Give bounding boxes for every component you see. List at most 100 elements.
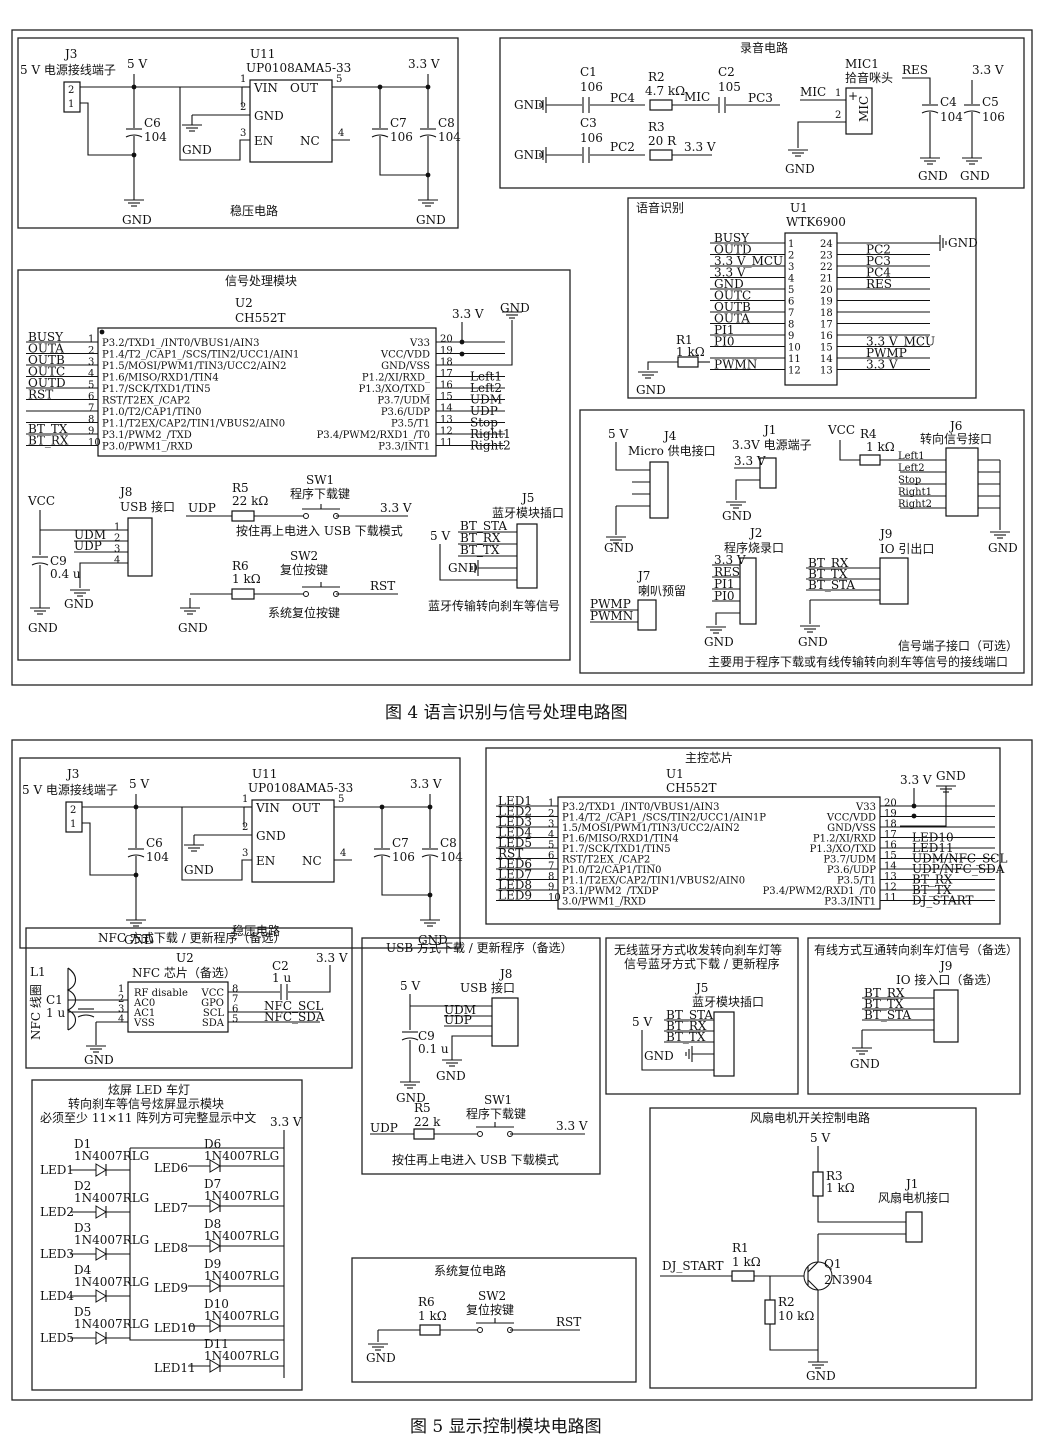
v33-j1: 3.3 V bbox=[734, 454, 766, 468]
voice-right-net: PWMP bbox=[866, 346, 907, 360]
u11-nc: NC bbox=[300, 134, 320, 148]
svg-text:2: 2 bbox=[114, 533, 120, 544]
fan-j1-name: 风扇电机接口 bbox=[878, 1190, 950, 1205]
signal-left-pin: P1.0/T2/CAP1/TIN0 bbox=[102, 407, 201, 418]
gnd-c9-label: GND bbox=[28, 621, 58, 635]
main-right-net: BT_TX bbox=[912, 883, 952, 897]
u11-regulator-chip bbox=[249, 79, 333, 163]
usb-sw1-name: 程序下载键 bbox=[466, 1106, 526, 1121]
signal-right-pin: P3.6/UDP bbox=[381, 407, 430, 418]
svg-text:18: 18 bbox=[440, 357, 453, 368]
svg-text:20: 20 bbox=[884, 798, 897, 809]
led-diode-left bbox=[95, 1289, 107, 1303]
svg-text:13: 13 bbox=[820, 366, 833, 377]
voice-left-net: 3.3 V_MCU bbox=[714, 254, 783, 268]
usb-gnd-j8 bbox=[442, 1059, 462, 1067]
svg-text:3: 3 bbox=[548, 819, 554, 830]
main-left-net: LED7 bbox=[498, 868, 532, 882]
c8-capacitor bbox=[421, 848, 439, 858]
gnd-mic-label: GND bbox=[785, 162, 815, 176]
c1-ref: C1 bbox=[580, 65, 597, 79]
gnd-j1-label: GND bbox=[722, 509, 752, 523]
j6-net: Left2 bbox=[898, 463, 925, 474]
led-diode-ref: D5 bbox=[74, 1305, 91, 1319]
usb-c9 bbox=[401, 1031, 419, 1041]
vcc-j6: VCC bbox=[827, 423, 855, 437]
u1-ref: U1 bbox=[790, 201, 808, 215]
svg-text:6: 6 bbox=[788, 297, 794, 308]
gnd-j4 bbox=[606, 536, 626, 544]
svg-text:3: 3 bbox=[240, 128, 246, 139]
main-left-pin: 3.0/PWM1_/RXD bbox=[562, 897, 646, 908]
c2-ref: C2 bbox=[718, 65, 735, 79]
svg-text:12: 12 bbox=[788, 366, 801, 377]
c5-ref: C5 bbox=[982, 95, 999, 109]
main-right-pin: P3.3/INT1 bbox=[824, 897, 876, 908]
usb-j8-ref: J8 bbox=[498, 967, 512, 981]
svg-text:7: 7 bbox=[548, 861, 554, 872]
svg-text:11: 11 bbox=[440, 438, 453, 449]
led-diode-part-r: 1N4007RLG bbox=[204, 1189, 279, 1203]
j5-ref: J5 bbox=[520, 491, 534, 505]
main-left-pin: P1.7/SCK/TXD1/TIN5 bbox=[562, 844, 671, 855]
j2-net: PI0 bbox=[714, 589, 734, 603]
main-right-net: DJ_START bbox=[912, 894, 974, 908]
signal-left-pin: P3.1/PWM2_/TXD bbox=[102, 430, 192, 441]
bt-title-2: 信号蓝牙方式下载 / 更新程序 bbox=[624, 956, 780, 971]
svg-text:19: 19 bbox=[440, 346, 453, 357]
voice-left-net: 3.3 V bbox=[714, 266, 746, 280]
led-diode-part: 1N4007RLG bbox=[74, 1275, 149, 1289]
c6-capacitor bbox=[127, 848, 145, 858]
gnd-c6 bbox=[126, 919, 146, 927]
c3-capacitor bbox=[582, 147, 590, 163]
signal-right-pin: P3.4/PWM2/RXD1_/T0 bbox=[317, 430, 430, 441]
gnd-r1 bbox=[638, 371, 658, 379]
main-gnd bbox=[936, 785, 956, 793]
gnd-label-u11: GND bbox=[184, 863, 214, 877]
wired-gnd-label: GND bbox=[850, 1057, 880, 1071]
j9-net: BT_STA bbox=[808, 578, 855, 592]
regulator-title: 稳压电路 bbox=[230, 203, 278, 218]
j1-ref: J1 bbox=[762, 423, 776, 437]
r6-value: 1 kΩ bbox=[232, 572, 261, 586]
svg-text:19: 19 bbox=[820, 297, 833, 308]
voice-title: 语音识别 bbox=[636, 200, 684, 215]
signal-left-net: BUSY bbox=[28, 330, 64, 344]
gnd-c8 bbox=[420, 919, 440, 927]
signal-right-net: Right2 bbox=[470, 439, 511, 453]
svg-text:2: 2 bbox=[68, 85, 74, 96]
j2-net: 3.3 V bbox=[714, 553, 746, 567]
main-right-net: LED10 bbox=[912, 831, 954, 845]
main-mcu-chip bbox=[557, 796, 881, 910]
led-net-right: LED8 bbox=[154, 1241, 188, 1255]
svg-text:23: 23 bbox=[820, 251, 833, 262]
svg-text:17: 17 bbox=[440, 369, 453, 380]
main-left-net: LED2 bbox=[498, 805, 532, 819]
svg-text:5: 5 bbox=[788, 285, 794, 296]
led-diode-part-r: 1N4007RLG bbox=[204, 1309, 279, 1323]
u11-out: OUT bbox=[292, 801, 320, 815]
bt-net: BT_STA bbox=[666, 1008, 713, 1022]
signal-left-net: OUTC bbox=[28, 365, 65, 379]
pc4-net: PC4 bbox=[610, 91, 635, 105]
nfc-u2-ref: U2 bbox=[176, 951, 194, 965]
main-left-net: LED1 bbox=[498, 794, 532, 808]
r5-value: 22 kΩ bbox=[232, 494, 268, 508]
voice-left-net: PI1 bbox=[714, 323, 734, 337]
led-net-left: LED2 bbox=[40, 1205, 74, 1219]
figure5-caption: 图 5 显示控制模块电路图 bbox=[410, 1417, 602, 1437]
main-right-net: BT_RX bbox=[912, 873, 953, 887]
svg-text:4: 4 bbox=[118, 1014, 124, 1025]
voice-right-net: 3.3 V_MCU bbox=[866, 335, 935, 349]
u11-gnd: GND bbox=[256, 829, 286, 843]
main-right-pin: V33 bbox=[855, 802, 876, 813]
main-left-net: LED6 bbox=[498, 857, 532, 871]
led-diode-right bbox=[209, 1159, 221, 1173]
j4-micro-connector bbox=[649, 461, 669, 519]
sw1-ref: SW1 bbox=[306, 473, 334, 487]
sw2-note: 系统复位按键 bbox=[268, 605, 340, 620]
signal-right-net: UDM bbox=[470, 393, 502, 407]
svg-text:9: 9 bbox=[548, 882, 554, 893]
c6-value: 104 bbox=[144, 130, 167, 144]
reset-title: 系统复位电路 bbox=[434, 1263, 506, 1278]
